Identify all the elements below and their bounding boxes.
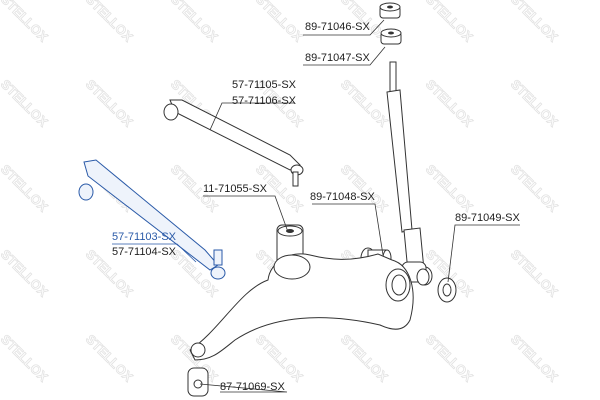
watermark-text: STELLOX [168,0,221,45]
watermark-text: STELLOX [0,247,51,300]
leader-line [447,224,520,283]
watermark-text: STELLOX [83,77,136,130]
bushing-second-part[interactable] [380,28,402,45]
watermark-text: STELLOX [338,162,391,215]
leader-line [312,203,384,256]
watermark-text: STELLOX [253,332,306,385]
part-label-57-71105[interactable]: 57-71105-SX [232,79,297,91]
leader-line [199,383,288,393]
part-label-57-71106[interactable]: 57-71106-SX [232,95,297,107]
bushing-top-part[interactable] [379,2,401,19]
watermark-text: STELLOX [423,77,476,130]
leader-line [209,102,295,131]
leader-line-selected [112,243,197,263]
lateral-link-selected-part[interactable] [78,159,226,280]
leader-line [303,46,386,66]
washer-part[interactable] [437,277,457,303]
watermark-text: STELLOX [83,0,136,45]
leader-line [203,195,289,233]
watermark-text: STELLOX [508,247,561,300]
part-label-11-71055[interactable]: 11-71055-SX [203,183,268,195]
watermark-text: STELLOX [423,162,476,215]
watermark-text: STELLOX [338,77,391,130]
knuckle-arm-part[interactable] [189,253,414,361]
part-label-87-71069[interactable]: 87-71069-SX [220,381,285,393]
watermark-text: STELLOX [0,0,51,45]
shock-absorber-part[interactable] [386,61,433,286]
watermark-text: STELLOX [338,332,391,385]
leader-line [303,19,385,36]
watermark-text: STELLOX [508,332,561,385]
part-label-89-71049[interactable]: 89-71049-SX [455,212,520,224]
watermark-text: STELLOX [0,162,51,215]
lower-bushing-part[interactable] [187,367,209,397]
part-label-89-71046[interactable]: 89-71046-SX [305,21,370,33]
watermark-text: STELLOX [253,0,306,45]
watermark-text: STELLOX [508,162,561,215]
watermark-text: STELLOX [508,77,561,130]
watermark-text: STELLOX [423,332,476,385]
watermark-text: STELLOX [0,332,51,385]
part-label-89-71048[interactable]: 89-71048-SX [310,191,375,203]
part-label-57-71104[interactable]: 57-71104-SX [112,246,177,258]
watermark-text: STELLOX [0,77,51,130]
upper-control-arm-part[interactable] [163,99,304,187]
part-label-57-71103-selected[interactable]: 57-71103-SX [112,231,177,243]
watermark-text: STELLOX [423,0,476,45]
watermark-text: STELLOX [508,0,561,45]
part-label-89-71047[interactable]: 89-71047-SX [305,52,370,64]
watermark-text: STELLOX [83,332,136,385]
